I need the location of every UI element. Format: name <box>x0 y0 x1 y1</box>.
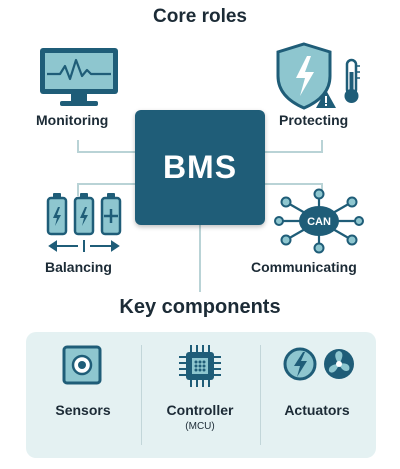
monitor-waveform-icon <box>40 48 118 106</box>
connector-protecting <box>265 140 323 153</box>
core-roles-title: Core roles <box>153 6 247 27</box>
can-badge: CAN <box>307 216 331 228</box>
component-label-controller: Controller <box>166 402 234 418</box>
bms-center-box: BMS <box>135 110 265 225</box>
connector-balancing <box>77 183 135 196</box>
component-label-actuators: Actuators <box>284 402 350 418</box>
role-label-communicating: Communicating <box>251 259 357 275</box>
role-label-balancing: Balancing <box>45 259 112 275</box>
can-network-icon: CAN <box>274 188 364 254</box>
bolt-fan-icon <box>283 347 354 381</box>
component-label-sensors: Sensors <box>55 402 111 418</box>
key-components-title: Key components <box>119 296 281 318</box>
component-sublabel-mcu: (MCU) <box>185 421 215 432</box>
role-label-protecting: Protecting <box>279 112 349 128</box>
role-label-monitoring: Monitoring <box>36 112 109 128</box>
component-divider <box>260 345 261 445</box>
chip-icon <box>179 345 221 387</box>
shield-lightning-thermometer-icon <box>276 42 360 110</box>
connector-monitoring <box>77 140 135 153</box>
battery-cells-balance-icon <box>46 193 122 252</box>
component-divider <box>141 345 142 445</box>
sensor-icon <box>62 345 102 385</box>
